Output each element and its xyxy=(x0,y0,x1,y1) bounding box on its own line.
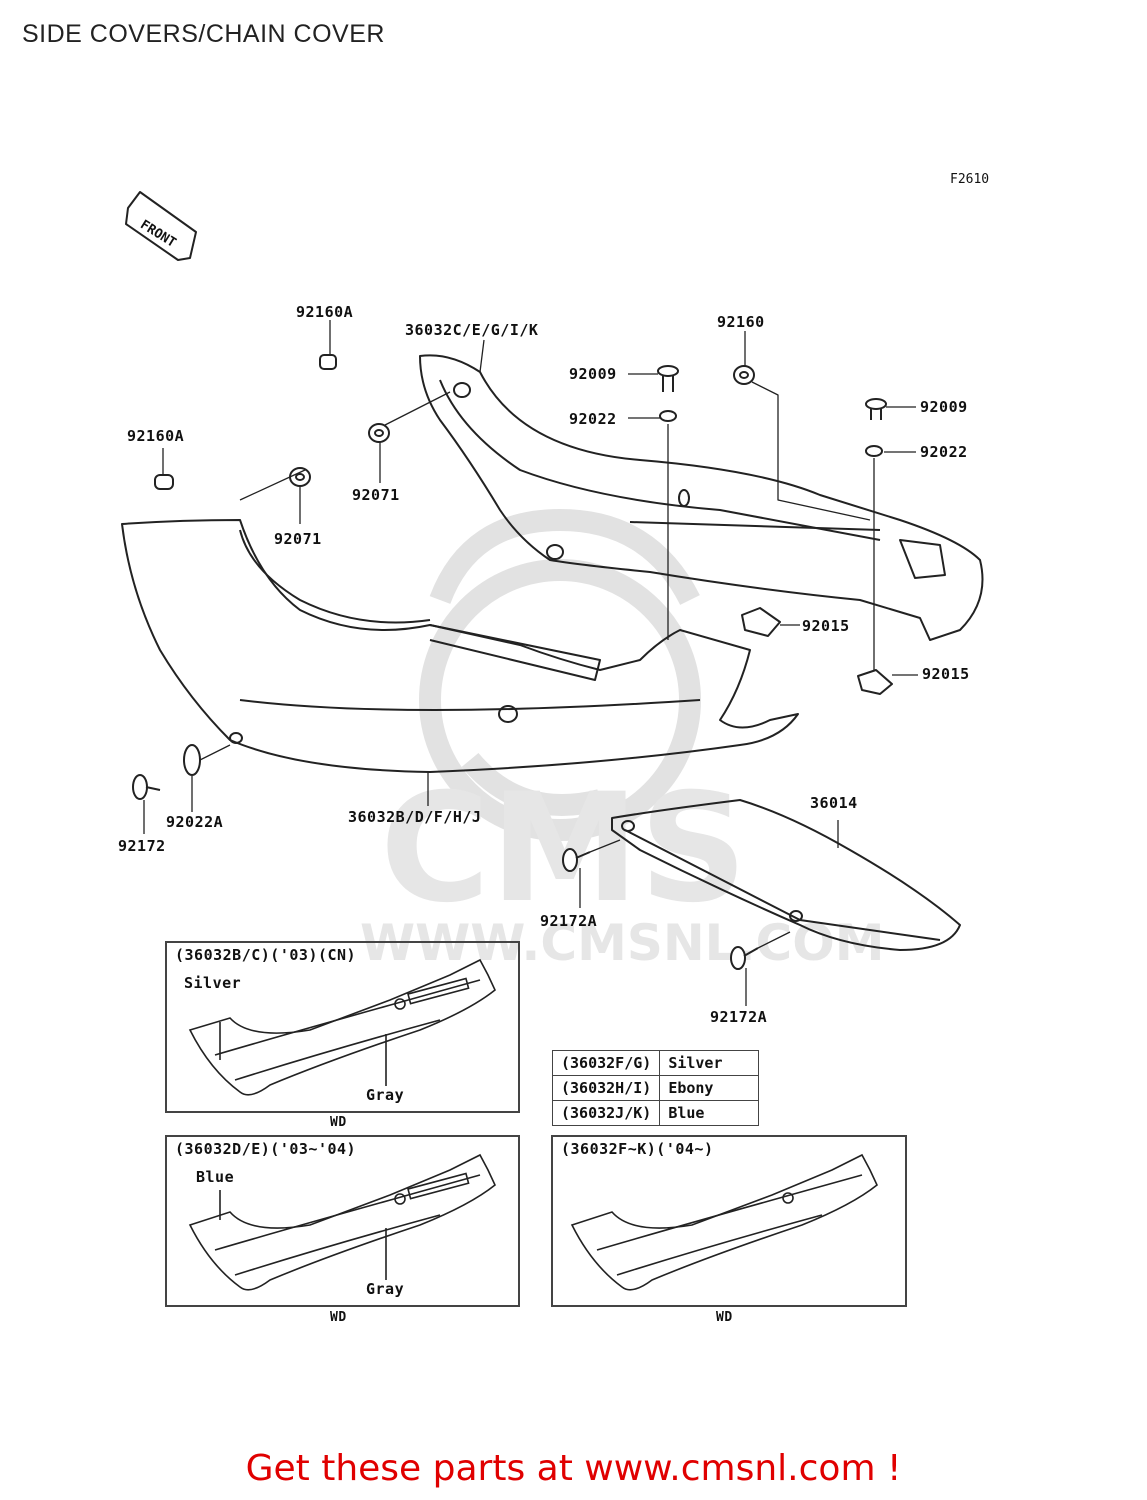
part-label-92160A-left[interactable]: 92160A xyxy=(127,427,185,445)
inset2-label-blue: Blue xyxy=(196,1168,235,1186)
color-code-cell: (36032F/G) xyxy=(551,1050,661,1076)
watermark-text: CMS xyxy=(380,762,747,936)
leader-lines xyxy=(143,320,918,1006)
upper-side-cover xyxy=(419,354,984,641)
inset-box-1 xyxy=(165,941,520,1113)
inset2-label-gray: Gray xyxy=(366,1280,405,1298)
part-label-92172[interactable]: 92172 xyxy=(118,837,166,855)
color-name-cell: Blue xyxy=(659,1100,760,1126)
hardware-parts xyxy=(132,354,893,970)
inset3-caption: WD xyxy=(716,1310,733,1325)
page-title: SIDE COVERS/CHAIN COVER xyxy=(22,20,385,48)
color-name-cell: Silver xyxy=(659,1050,760,1076)
part-label-92071-a[interactable]: 92071 xyxy=(352,486,400,504)
part-label-92015-a[interactable]: 92015 xyxy=(802,617,850,635)
inset-box-3 xyxy=(551,1135,907,1307)
inset1-caption: WD xyxy=(330,1115,347,1130)
front-arrow-icon: FRONT xyxy=(125,191,197,261)
color-table: (36032F/G) Silver (36032H/I) Ebony (3603… xyxy=(551,1050,760,1126)
inset2-caption: WD xyxy=(330,1310,347,1325)
part-label-36014[interactable]: 36014 xyxy=(810,794,858,812)
inset-box-2 xyxy=(165,1135,520,1307)
inset-illustrations xyxy=(188,958,878,1291)
inset1-label-silver: Silver xyxy=(184,974,242,992)
part-label-92022-left[interactable]: 92022 xyxy=(569,410,617,428)
part-label-92022A[interactable]: 92022A xyxy=(166,813,224,831)
inset2-title: (36032D/E)('03~'04) xyxy=(175,1140,357,1158)
footer-link[interactable]: Get these parts at www.cmsnl.com ! xyxy=(245,1448,902,1489)
part-label-92009-left[interactable]: 92009 xyxy=(569,365,617,383)
inset3-title: (36032F~K)('04~) xyxy=(561,1140,714,1158)
chain-cover xyxy=(611,799,961,951)
figure-code: F2610 xyxy=(950,172,990,187)
part-label-92022-right[interactable]: 92022 xyxy=(920,443,968,461)
inset1-label-gray: Gray xyxy=(366,1086,405,1104)
lower-side-cover xyxy=(121,519,799,773)
part-label-92015-b[interactable]: 92015 xyxy=(922,665,970,683)
color-name-cell: Ebony xyxy=(659,1075,760,1101)
part-label-92160[interactable]: 92160 xyxy=(717,313,765,331)
color-table-row: (36032J/K) Blue xyxy=(551,1100,760,1126)
part-label-36032B[interactable]: 36032B/D/F/H/J xyxy=(348,808,482,826)
part-label-36032C[interactable]: 36032C/E/G/I/K xyxy=(405,321,539,339)
part-label-92160A-top[interactable]: 92160A xyxy=(296,303,354,321)
color-code-cell: (36032J/K) xyxy=(551,1100,661,1126)
part-label-92009-right[interactable]: 92009 xyxy=(920,398,968,416)
color-code-cell: (36032H/I) xyxy=(551,1075,661,1101)
inset1-title: (36032B/C)('03)(CN) xyxy=(175,946,357,964)
color-table-row: (36032H/I) Ebony xyxy=(551,1075,760,1101)
part-label-92071-b[interactable]: 92071 xyxy=(274,530,322,548)
inset2-cover-drawing xyxy=(188,1153,496,1291)
color-table-row: (36032F/G) Silver xyxy=(551,1050,760,1076)
part-label-92172A-a[interactable]: 92172A xyxy=(540,912,598,930)
part-label-92172A-b[interactable]: 92172A xyxy=(710,1008,768,1026)
inset3-cover-drawing xyxy=(570,1153,878,1291)
inset1-cover-drawing xyxy=(188,958,496,1096)
